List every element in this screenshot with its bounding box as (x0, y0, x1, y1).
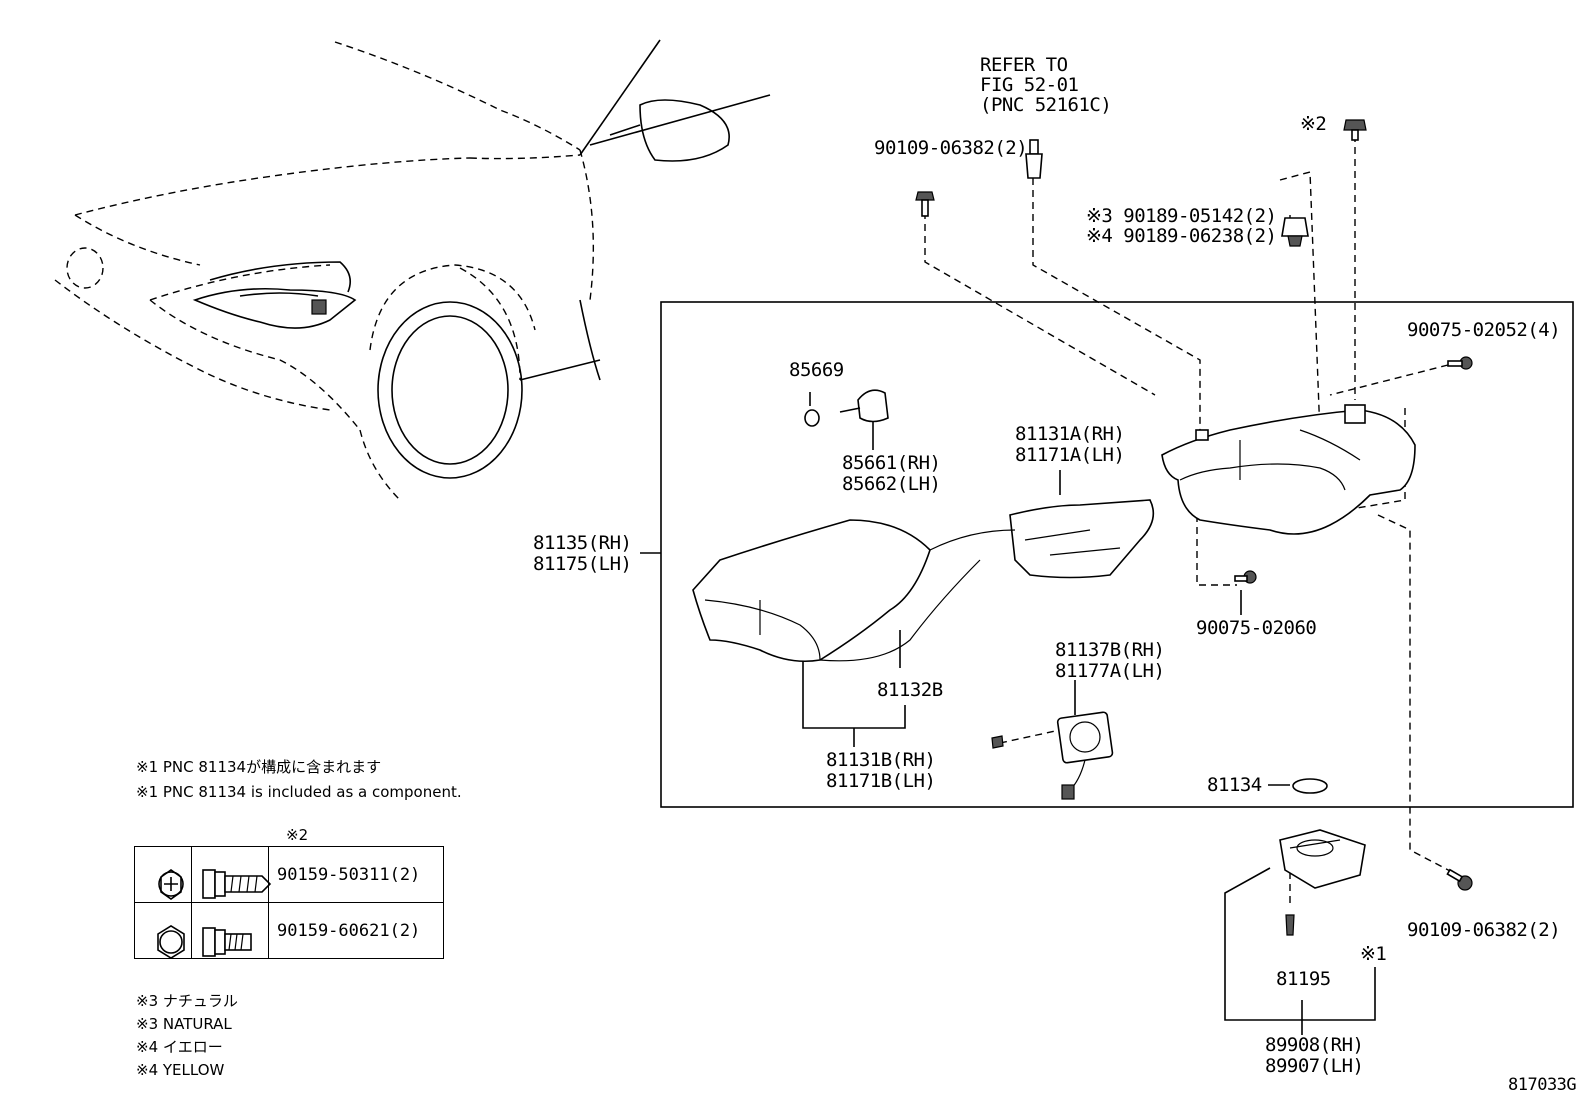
refer-line3: (PNC 52161C) (980, 94, 1112, 116)
callout-90109-06382-top: 90109-06382(2) (874, 137, 1028, 159)
note4-jp: ※4 イエロー (136, 1038, 223, 1056)
callout-81132b: 81132B (877, 679, 943, 701)
callout-81171a: 81171A(LH) (1015, 444, 1125, 466)
screw-90109-bottom (1446, 868, 1473, 891)
callout-81131a: 81131A(RH) (1015, 423, 1125, 445)
callout-81175: 81175(LH) (533, 553, 632, 575)
fastener-table-header: ※2 (286, 826, 309, 844)
hex-bolt-side-icon (191, 902, 269, 959)
assembly-frame (660, 301, 1574, 808)
note1-jp: ※1 PNC 81134が構成に含まれます (136, 758, 382, 776)
headlamp-lens-front (692, 499, 1155, 663)
oring-85669 (804, 409, 820, 427)
callout-note2-mark: ※2 (1300, 113, 1327, 135)
callout-85662: 85662(LH) (842, 473, 941, 495)
callout-81134: 81134 (1207, 774, 1262, 796)
tapping-screw-side-icon (191, 846, 269, 903)
screw-90075-02060 (1234, 570, 1257, 584)
fastener-table: 90159-50311(2) 90159-60621(2) (134, 846, 444, 959)
clip-52161c (1025, 139, 1043, 179)
actuator-85661 (839, 389, 889, 423)
leader-lines (640, 135, 1453, 1035)
callout-89907: 89907(LH) (1265, 1055, 1364, 1077)
cooling-fan-81137b (991, 711, 1114, 800)
headlamp-housing-rear (1161, 404, 1416, 535)
refer-line2: FIG 52-01 (980, 74, 1079, 96)
callout-81131b: 81131B(RH) (826, 749, 936, 771)
callout-note1-mark: ※1 (1360, 943, 1387, 965)
callout-81135: 81135(RH) (533, 532, 632, 554)
note3-jp: ※3 ナチュラル (136, 992, 238, 1010)
vehicle-outline (54, 39, 771, 501)
callout-85661: 85661(RH) (842, 452, 941, 474)
callout-90075-02060: 90075-02060 (1196, 617, 1317, 639)
callout-90189-05142: ※3 90189-05142(2) (1086, 205, 1277, 227)
note4-en: ※4 YELLOW (136, 1061, 225, 1079)
table-row: 90159-60621(2) (134, 902, 444, 959)
screw-90109-top (915, 191, 935, 217)
callout-81137b: 81137B(RH) (1055, 639, 1165, 661)
gasket-81134 (1292, 778, 1328, 794)
grommet-90189 (1281, 217, 1309, 247)
figure-id: 817033G (1508, 1075, 1577, 1095)
callout-90189-06238: ※4 90189-06238(2) (1086, 225, 1277, 247)
fastener-part-number: 90159-50311(2) (268, 846, 444, 903)
hex-flange-bolt-head-icon (134, 902, 192, 959)
callout-81177a: 81177A(LH) (1055, 660, 1165, 682)
callout-85669: 85669 (789, 359, 844, 381)
ecu-89908 (1279, 829, 1366, 936)
note3-en: ※3 NATURAL (136, 1015, 232, 1033)
bolt-note2 (1343, 119, 1367, 141)
screw-90075-02052 (1447, 356, 1473, 370)
callout-90075-02052: 90075-02052(4) (1407, 319, 1561, 341)
callout-81171b: 81171B(LH) (826, 770, 936, 792)
callout-89908: 89908(RH) (1265, 1034, 1364, 1056)
table-row: 90159-50311(2) (134, 846, 444, 903)
callout-90109-06382-bottom: 90109-06382(2) (1407, 919, 1561, 941)
refer-line1: REFER TO (980, 54, 1068, 76)
phillips-flange-bolt-head-icon (134, 846, 192, 903)
callout-81195: 81195 (1276, 968, 1331, 990)
note1-en: ※1 PNC 81134 is included as a component. (136, 783, 462, 801)
fastener-part-number: 90159-60621(2) (268, 902, 444, 959)
